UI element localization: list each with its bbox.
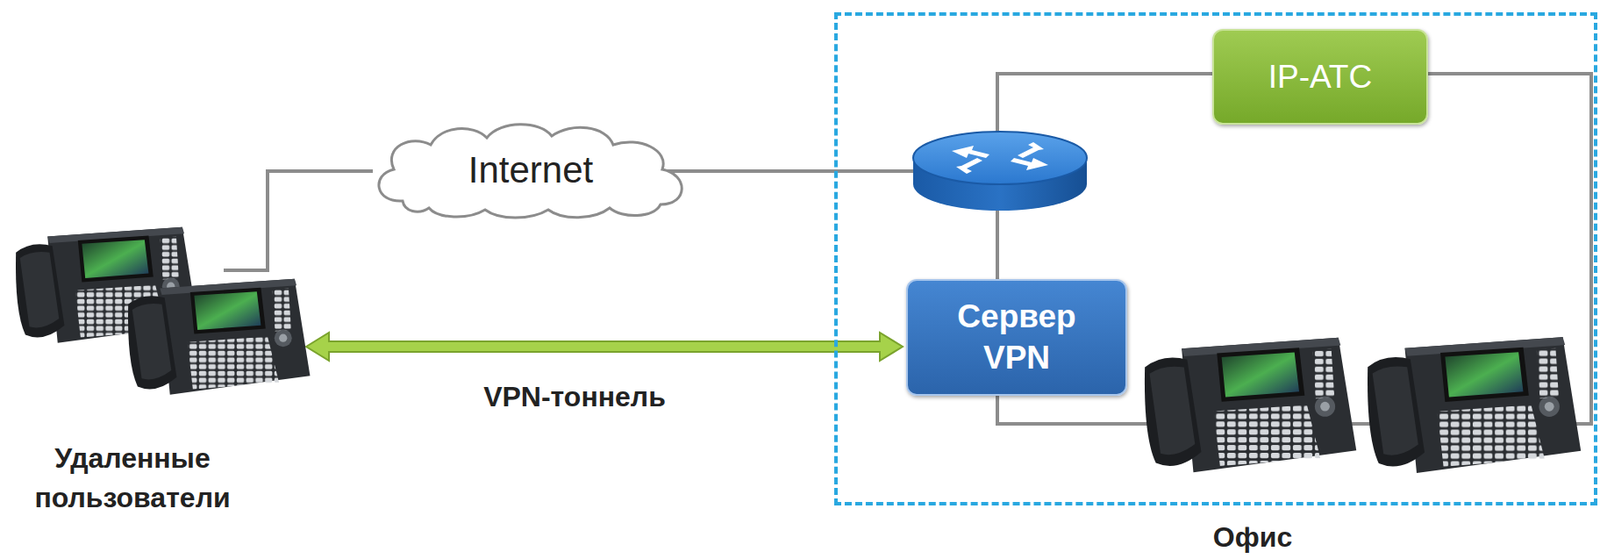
node-label: IP-АТС — [1268, 58, 1372, 96]
node-label: Сервер VPN — [920, 296, 1114, 379]
vpn-tunnel-arrow — [306, 332, 903, 361]
ip-phone — [1367, 336, 1581, 473]
tunnel-label: VPN-тоннель — [438, 377, 711, 417]
region-label: Офис — [834, 521, 1600, 554]
ip-phone — [128, 278, 310, 395]
office-region: Офис IP-АТС Сервер VPN — [834, 12, 1599, 557]
internet-cloud: Internet — [367, 120, 694, 220]
vpn-server-box: Сервер VPN — [906, 278, 1128, 396]
router-symbol — [913, 131, 1087, 211]
ip-phone — [1144, 337, 1357, 473]
node-label: Internet — [468, 149, 593, 192]
pbx-box: IP-АТС — [1212, 28, 1429, 125]
group-label: Удаленные пользователи — [17, 438, 248, 518]
